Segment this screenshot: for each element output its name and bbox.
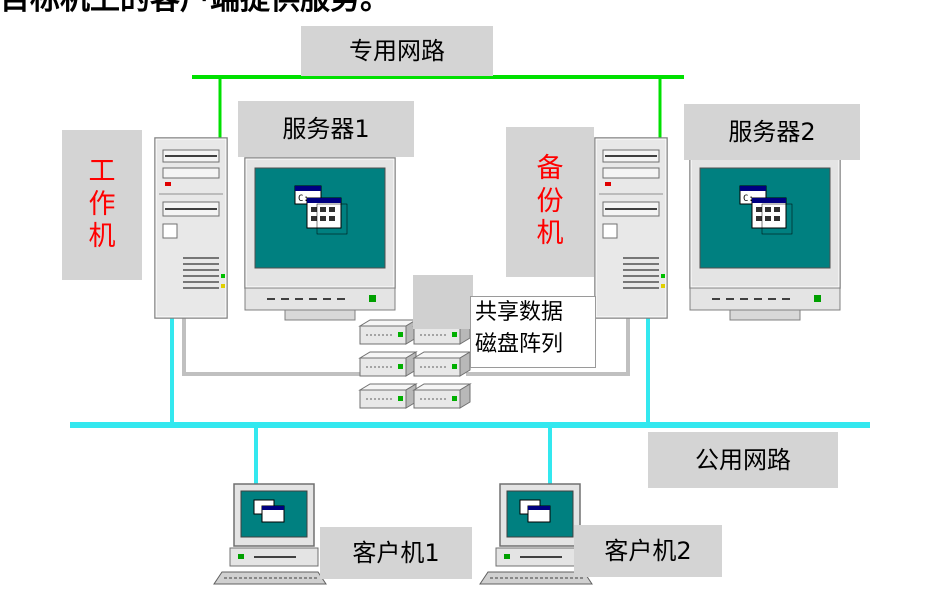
public-network-label: 公用网路 — [648, 432, 838, 488]
backup-label-char: 机 — [536, 218, 564, 250]
storage-label-line: 共享数据 — [475, 300, 564, 325]
partial-heading: 目标机上的客户端提供服务。 — [0, 0, 600, 20]
workstation-tower-icon — [154, 137, 228, 319]
workstation-label-char: 机 — [88, 221, 116, 253]
workstation-label-char: 作 — [88, 188, 116, 220]
client1-computer-icon — [213, 483, 327, 585]
server1-label: 服务器1 — [238, 101, 414, 157]
storage-link — [182, 318, 630, 376]
storage-label-shadow — [413, 275, 473, 329]
server2-label: 服务器2 — [684, 104, 860, 160]
client2-label: 客户机2 — [574, 525, 722, 577]
backup-label-char: 份 — [536, 185, 564, 217]
disk-array-icon — [359, 319, 471, 409]
private-network-label: 专用网路 — [301, 26, 493, 76]
client1-label: 客户机1 — [320, 527, 472, 579]
storage-label-line: 磁盘阵列 — [475, 332, 564, 357]
storage-label: 共享数据 磁盘阵列 — [470, 296, 596, 368]
workstation-label-char: 工 — [88, 156, 116, 188]
server1-monitor-icon — [244, 157, 396, 321]
backup-tower-icon — [594, 137, 668, 319]
public-network-link — [70, 316, 870, 484]
server2-monitor-icon — [689, 157, 841, 321]
backup-label-char: 备 — [536, 153, 564, 185]
backup-machine-label: 备 份 机 — [506, 127, 594, 277]
private-network-link — [192, 75, 684, 140]
workstation-label: 工 作 机 — [62, 130, 142, 280]
